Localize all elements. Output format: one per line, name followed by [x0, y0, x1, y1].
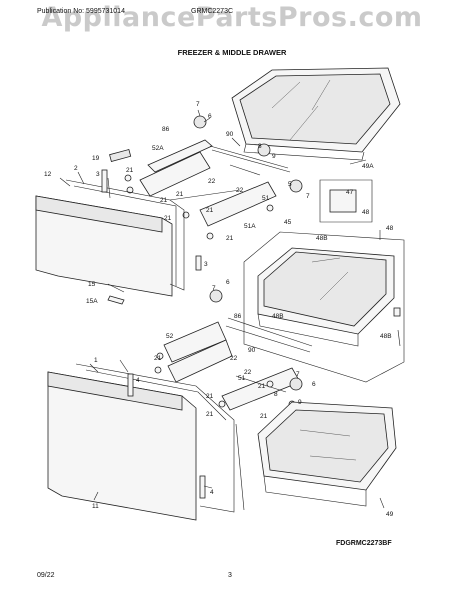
model-number: GRMC2273C — [191, 8, 234, 15]
callout-22-c: 22 — [230, 355, 238, 362]
screw-icon — [206, 232, 214, 240]
callout-4: 4 — [136, 377, 140, 384]
diagram-title: FREEZER & MIDDLE DRAWER — [177, 48, 287, 57]
callout-48-main: 48 — [386, 225, 394, 232]
callout-7-c: 7 — [212, 285, 216, 292]
stop-48b — [393, 307, 401, 317]
part-3 — [195, 255, 202, 271]
publication-date: 09/22 — [37, 572, 55, 579]
roller-icon — [289, 179, 303, 193]
callout-6-c: 6 — [312, 381, 316, 388]
callout-15: 15 — [88, 281, 96, 288]
callout-51: 51 — [262, 195, 270, 202]
callout-47: 47 — [346, 189, 354, 196]
callout-9-b: 9 — [298, 399, 302, 406]
freezer-basket-49a — [231, 67, 401, 161]
callout-15a: 15A — [86, 298, 98, 305]
callout-21-h: 21 — [258, 383, 266, 390]
callout-52a: 52A — [152, 145, 164, 152]
parts-15-15a — [107, 283, 125, 305]
lower-rail-assembly — [154, 289, 313, 411]
screw-icon — [124, 174, 132, 182]
watermark: AppliancePartsPros.com — [41, 2, 423, 33]
callout-21-e: 21 — [206, 207, 214, 214]
page-number: 3 — [228, 572, 232, 579]
callout-49a: 49A — [362, 163, 374, 170]
callout-48b-b: 48B — [272, 313, 284, 320]
callout-45: 45 — [284, 219, 292, 226]
callout-21-c: 21 — [160, 197, 168, 204]
callout-52: 52 — [166, 333, 174, 340]
publication-number: Publication No: 5995731014 — [37, 8, 125, 15]
leader-lines — [59, 109, 401, 509]
callout-2: 2 — [74, 165, 78, 172]
callout-21-g: 21 — [154, 355, 162, 362]
roller-icon — [257, 143, 271, 157]
callout-21-a: 21 — [126, 167, 134, 174]
callout-22: 22 — [208, 178, 216, 185]
callout-48-small: 48 — [362, 209, 370, 216]
screw-icon — [266, 380, 274, 388]
screw-icon — [182, 211, 190, 219]
callout-7: 7 — [196, 101, 200, 108]
callout-3-b: 3 — [204, 261, 208, 268]
callout-21-k: 21 — [260, 413, 268, 420]
callout-86-b: 86 — [234, 313, 242, 320]
callout-22-d: 22 — [244, 369, 252, 376]
middle-drawer-front — [47, 363, 245, 521]
callout-21-b: 21 — [176, 191, 184, 198]
lower-basket-49 — [257, 401, 397, 507]
callout-51a: 51A — [244, 223, 256, 230]
callout-22-b: 22 — [236, 187, 244, 194]
middle-drawer-basket-48 — [243, 231, 405, 383]
callout-7-d: 7 — [296, 371, 300, 378]
screw-icon — [126, 186, 134, 194]
callout-8: 8 — [258, 143, 262, 150]
freezer-drawer-front — [35, 169, 202, 297]
callout-21-i: 21 — [206, 393, 214, 400]
callout-12: 12 — [44, 171, 52, 178]
screw-icon — [266, 204, 274, 212]
diagram-code: FDGRMC2273BF — [336, 540, 392, 547]
callout-11: 11 — [92, 503, 99, 510]
callout-19: 19 — [92, 155, 100, 162]
callout-21-d: 21 — [164, 215, 172, 222]
part-4 — [127, 373, 134, 397]
callout-5: 5 — [288, 181, 292, 188]
bracket-47 — [329, 189, 357, 213]
screw-icon — [218, 400, 226, 408]
callout-labels: 2 12 3 19 7 6 86 90 52A 8 9 21 21 22 22 … — [44, 101, 394, 518]
callout-90-b: 90 — [248, 347, 256, 354]
part-19 — [109, 149, 132, 162]
callout-86: 86 — [162, 126, 170, 133]
callout-6-b: 6 — [226, 279, 230, 286]
part-3 — [101, 169, 108, 193]
roller-icon — [209, 289, 223, 303]
callout-49: 49 — [386, 511, 394, 518]
callout-21-f: 21 — [226, 235, 234, 242]
callout-51-b: 51 — [238, 375, 246, 382]
upper-rail-assembly — [107, 115, 373, 240]
callout-7-b: 7 — [306, 193, 310, 200]
roller-icon — [289, 377, 303, 391]
callout-48b-c: 48B — [380, 333, 392, 340]
callout-6: 6 — [208, 113, 212, 120]
part-4 — [199, 475, 206, 499]
callout-4-b: 4 — [210, 489, 214, 496]
callout-1: 1 — [94, 357, 98, 364]
callout-3: 3 — [96, 171, 100, 178]
callout-48b: 48B — [316, 235, 328, 242]
callout-8-b: 8 — [274, 391, 278, 398]
callout-90: 90 — [226, 131, 234, 138]
callout-21-j: 21 — [206, 411, 214, 418]
screw-icon — [154, 366, 162, 374]
callout-9: 9 — [272, 153, 276, 160]
screw-icon — [156, 352, 164, 360]
